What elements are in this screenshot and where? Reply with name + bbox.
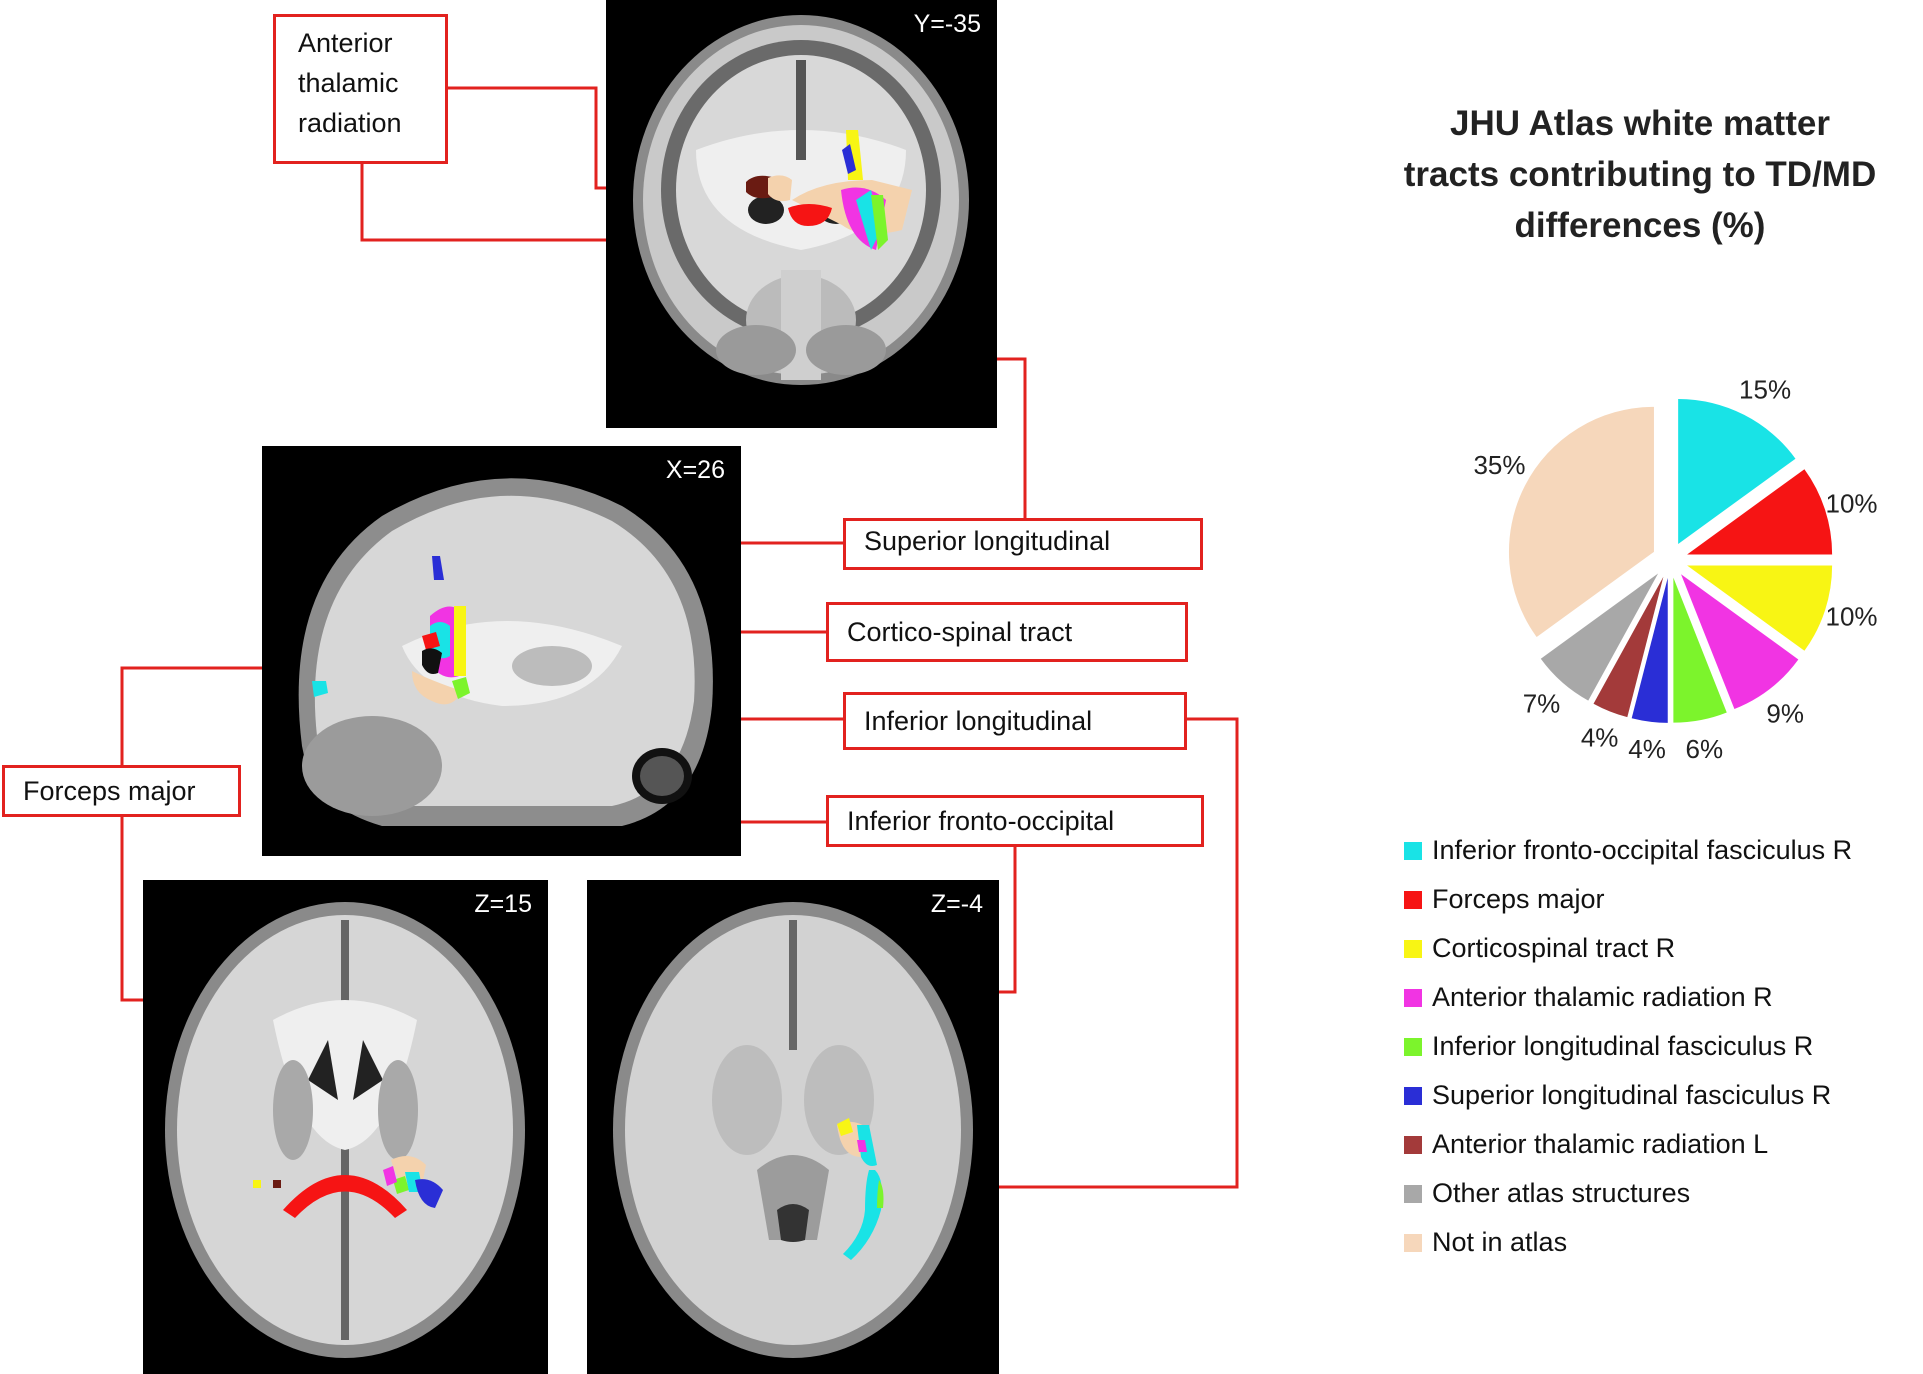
axial-brain-slice-zm4: Z=-4 xyxy=(587,880,999,1374)
legend-item: Forceps major xyxy=(1404,875,1852,924)
coord-label-axial-z15: Z=15 xyxy=(474,890,532,918)
label-inferior-longitudinal: Inferior longitudinal xyxy=(843,692,1187,750)
coord-label-sagittal: X=26 xyxy=(665,456,725,484)
legend-item: Corticospinal tract R xyxy=(1404,924,1852,973)
legend-label: Forceps major xyxy=(1432,884,1605,914)
legend-swatch xyxy=(1404,988,1422,1007)
label-superior-longitudinal: Superior longitudinal xyxy=(843,518,1203,570)
legend-label: Not in atlas xyxy=(1432,1227,1568,1257)
pie-slice-anterior-thalamic-radiation-l xyxy=(1593,576,1664,718)
pie-label-7: 4% xyxy=(1581,723,1619,753)
pie-slice-corticospinal-tract-r xyxy=(1687,565,1833,651)
legend-label: Anterior thalamic radiation L xyxy=(1432,1129,1769,1159)
pie-label-9: 35% xyxy=(1473,450,1525,480)
legend-label: Inferior longitudinal fasciculus R xyxy=(1432,1031,1814,1061)
pie-slice-other-atlas-structures xyxy=(1540,573,1659,701)
legend-swatch xyxy=(1404,841,1422,860)
pie-slice-not-in-atlas xyxy=(1508,406,1654,638)
label-cortico-spinal-tract: Cortico-spinal tract xyxy=(826,602,1188,662)
pie-slice-forceps-major xyxy=(1687,469,1833,555)
legend-swatch xyxy=(1404,1086,1422,1105)
label-anterior-thalamic-radiation: Anterior thalamic radiation xyxy=(273,14,448,164)
axial-brain-slice-z15: Z=15 xyxy=(143,880,548,1374)
legend-swatch xyxy=(1404,1184,1422,1203)
pie-label-4: 9% xyxy=(1766,699,1804,729)
pie-slice-inferior-fronto-occipital-fasciculus-r xyxy=(1678,398,1796,544)
label-inferior-fronto-occipital: Inferior fronto-occipital xyxy=(826,795,1204,847)
legend-swatch xyxy=(1404,939,1422,958)
legend-label: Corticospinal tract R xyxy=(1432,933,1676,963)
legend-swatch xyxy=(1404,1233,1422,1252)
pie-label-1: 15% xyxy=(1739,374,1791,404)
legend-label: Anterior thalamic radiation R xyxy=(1432,982,1773,1012)
legend-item: Superior longitudinal fasciculus R xyxy=(1404,1071,1852,1120)
legend-swatch xyxy=(1404,890,1422,909)
legend-swatch xyxy=(1404,1037,1422,1056)
coronal-brain-slice: Y=-35 xyxy=(606,0,997,428)
pie-slice-anterior-thalamic-radiation-r xyxy=(1681,574,1799,710)
legend-item: Anterior thalamic radiation L xyxy=(1404,1120,1852,1169)
pie-slice-superior-longitudinal-fasciculus-r xyxy=(1631,577,1668,723)
legend-item: Other atlas structures xyxy=(1404,1169,1852,1218)
pie-label-8: 7% xyxy=(1523,688,1561,718)
legend-item: Not in atlas xyxy=(1404,1218,1852,1267)
coord-label-axial-zm4: Z=-4 xyxy=(930,890,983,918)
label-forceps-major: Forceps major xyxy=(2,765,241,817)
legend-item: Inferior fronto-occipital fasciculus R xyxy=(1404,826,1852,875)
chart-legend: Inferior fronto-occipital fasciculus R Fo… xyxy=(1404,826,1852,1267)
pie-label-2: 10% xyxy=(1826,488,1878,518)
pie-slice-inferior-longitudinal-fasciculus-r xyxy=(1673,577,1727,723)
legend-label: Superior longitudinal fasciculus R xyxy=(1432,1080,1832,1110)
legend-item: Inferior longitudinal fasciculus R xyxy=(1404,1022,1852,1071)
pie-label-6: 4% xyxy=(1628,734,1666,764)
pie-label-5: 6% xyxy=(1686,734,1724,764)
sagittal-brain-slice: X=26 xyxy=(262,446,741,856)
legend-label: Inferior fronto-occipital fasciculus R xyxy=(1432,835,1853,865)
legend-swatch xyxy=(1404,1135,1422,1154)
chart-title: JHU Atlas white matter tracts contributi… xyxy=(1403,104,1877,245)
coord-label-coronal: Y=-35 xyxy=(913,10,981,38)
pie-chart: 15% 10% 10% 9% 6% 4% 4% 7% 35% xyxy=(1473,374,1878,764)
pie-label-3: 10% xyxy=(1826,602,1878,632)
legend-item: Anterior thalamic radiation R xyxy=(1404,973,1852,1022)
legend-label: Other atlas structures xyxy=(1432,1178,1691,1208)
